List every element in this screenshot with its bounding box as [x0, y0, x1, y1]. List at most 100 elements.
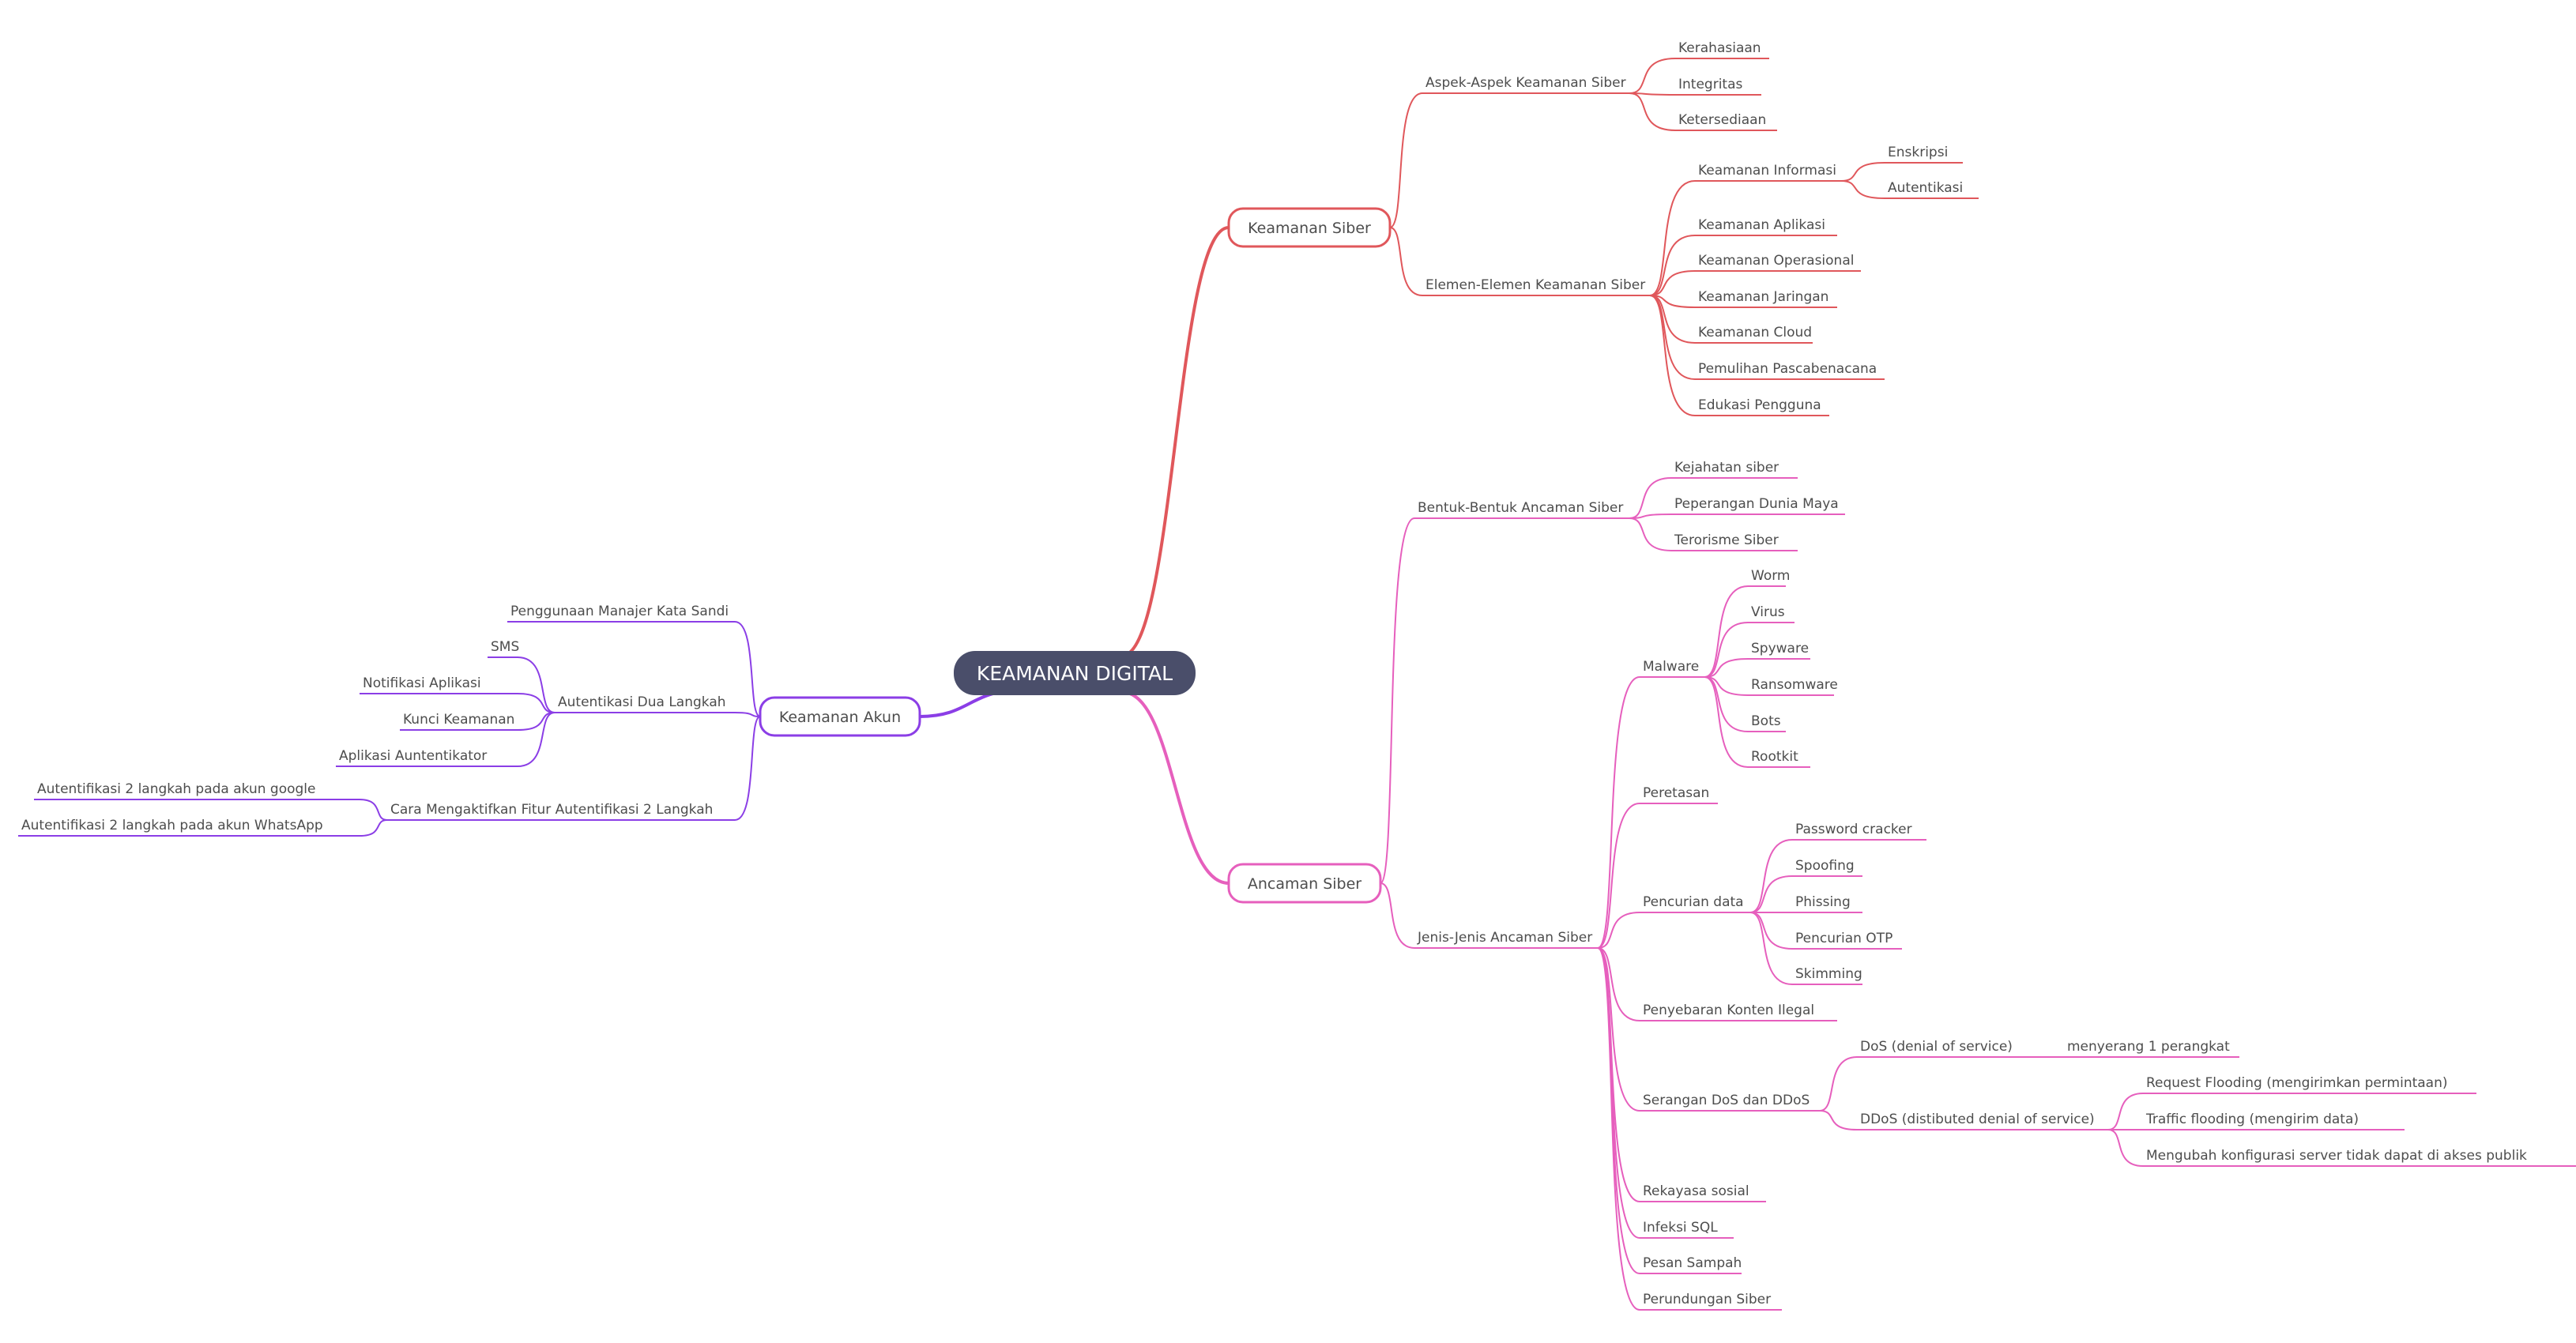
node-terorisme-siber[interactable]: Terorisme Siber	[1674, 532, 1779, 548]
root-node-box[interactable]	[954, 651, 1196, 695]
connector	[1597, 912, 1640, 949]
node-spyware[interactable]: Spyware	[1751, 641, 1809, 656]
node-aplikasi-auntentikator[interactable]: Aplikasi Auntentikator	[339, 748, 487, 764]
ancaman-siber-label[interactable]: Ancaman Siber	[1248, 875, 1361, 893]
node-perundungan-siber[interactable]: Perundungan Siber	[1643, 1292, 1771, 1307]
connector	[1597, 947, 1640, 1274]
node-serangan-dos-dan-ddos[interactable]: Serangan DoS dan DDoS	[1643, 1093, 1810, 1108]
connector	[517, 712, 555, 767]
node-dos-denial-of-service[interactable]: DoS (denial of service)	[1860, 1039, 2013, 1055]
node-bots[interactable]: Bots	[1751, 713, 1781, 729]
connector	[1704, 676, 1749, 696]
node-autentikasi-dua-langkah[interactable]: Autentikasi Dua Langkah	[558, 694, 726, 710]
connector	[1840, 162, 1885, 182]
node-traffic-flooding-mengirim-data[interactable]: Traffic flooding (mengirim data)	[2145, 1112, 2359, 1127]
connector	[1597, 947, 1640, 1112]
connector	[1704, 585, 1749, 678]
node-keamanan-cloud[interactable]: Keamanan Cloud	[1698, 325, 1812, 340]
node-spoofing[interactable]: Spoofing	[1795, 858, 1855, 874]
node-elemen-elemen-keamanan-siber[interactable]: Elemen-Elemen Keamanan Siber	[1425, 277, 1645, 293]
node-aspek-aspek-keamanan-siber[interactable]: Aspek-Aspek Keamanan Siber	[1425, 75, 1626, 91]
ancaman-siber-box[interactable]	[1227, 863, 1382, 904]
keamanan-akun-label[interactable]: Keamanan Akun	[779, 709, 901, 726]
node-kunci-keamanan[interactable]: Kunci Keamanan	[403, 712, 514, 728]
node-kerahasiaan[interactable]: Kerahasiaan	[1678, 40, 1761, 56]
node-pemulihan-pascabenacana[interactable]: Pemulihan Pascabenacana	[1698, 361, 1877, 377]
node-ketersediaan[interactable]: Ketersediaan	[1678, 112, 1766, 128]
connector	[517, 693, 555, 713]
connector	[359, 819, 388, 837]
connector	[734, 712, 761, 717]
connector	[1629, 92, 1676, 96]
node-notifikasi-aplikasi[interactable]: Notifikasi Aplikasi	[363, 675, 481, 691]
node-autentifikasi-2-langkah-pada-akun-google[interactable]: Autentifikasi 2 langkah pada akun google	[37, 781, 316, 797]
node-keamanan-operasional[interactable]: Keamanan Operasional	[1698, 253, 1854, 269]
connector	[517, 656, 555, 713]
node-ddos-distibuted-denial-of-service[interactable]: DDoS (distibuted denial of service)	[1860, 1112, 2095, 1127]
node-peretasan[interactable]: Peretasan	[1643, 785, 1709, 801]
node-peperangan-dunia-maya[interactable]: Peperangan Dunia Maya	[1674, 496, 1839, 512]
node-rootkit[interactable]: Rootkit	[1751, 749, 1798, 765]
node-edukasi-pengguna[interactable]: Edukasi Pengguna	[1698, 397, 1821, 413]
node-keamanan-jaringan[interactable]: Keamanan Jaringan	[1698, 289, 1828, 305]
connector	[1819, 1056, 1858, 1112]
node-pencurian-data[interactable]: Pencurian data	[1643, 894, 1744, 910]
node-bentuk-bentuk-ancaman-siber[interactable]: Bentuk-Bentuk Ancaman Siber	[1418, 500, 1623, 516]
connector	[1649, 235, 1696, 296]
node-mengubah-konfigurasi-server-tidak-dapat-di-akses-publik[interactable]: Mengubah konfigurasi server tidak dapat …	[2146, 1148, 2527, 1164]
node-keamanan-aplikasi[interactable]: Keamanan Aplikasi	[1698, 217, 1825, 233]
keamanan-siber-label[interactable]: Keamanan Siber	[1248, 220, 1371, 237]
connector	[1629, 514, 1672, 519]
node-worm[interactable]: Worm	[1751, 568, 1790, 584]
node-pesan-sampah[interactable]: Pesan Sampah	[1643, 1255, 1742, 1271]
connector	[1649, 295, 1696, 380]
node-virus[interactable]: Virus	[1751, 604, 1785, 620]
connector	[1380, 882, 1415, 949]
node-autentikasi[interactable]: Autentikasi	[1888, 180, 1963, 196]
node-penyebaran-konten-ilegal[interactable]: Penyebaran Konten Ilegal	[1643, 1003, 1814, 1018]
node-kejahatan-siber[interactable]: Kejahatan siber	[1674, 460, 1779, 476]
connector	[1704, 658, 1749, 678]
node-menyerang-1-perangkat[interactable]: menyerang 1 perangkat	[2067, 1039, 2230, 1055]
node-integritas[interactable]: Integritas	[1678, 77, 1742, 92]
node-penggunaan-manajer-kata-sandi[interactable]: Penggunaan Manajer Kata Sandi	[510, 604, 729, 619]
connector	[1749, 912, 1793, 950]
connector	[1649, 295, 1696, 344]
keamanan-akun-box[interactable]	[759, 696, 921, 737]
connector-root-ancaman-siber	[1121, 690, 1230, 885]
node-enskripsi[interactable]: Enskripsi	[1888, 145, 1948, 160]
node-password-cracker[interactable]: Password cracker	[1795, 822, 1912, 837]
connector	[1649, 295, 1696, 308]
node-rekayasa-sosial[interactable]: Rekayasa sosial	[1643, 1183, 1749, 1199]
connector	[2107, 1129, 2144, 1167]
node-sms[interactable]: SMS	[491, 639, 519, 655]
connector	[1819, 1110, 1858, 1130]
node-pencurian-otp[interactable]: Pencurian OTP	[1795, 931, 1892, 946]
node-ransomware[interactable]: Ransomware	[1751, 677, 1838, 693]
node-keamanan-informasi[interactable]: Keamanan Informasi	[1698, 163, 1836, 179]
node-autentifikasi-2-langkah-pada-akun-whatsapp[interactable]: Autentifikasi 2 langkah pada akun WhatsA…	[21, 818, 323, 833]
connector	[1749, 912, 1793, 985]
connector	[1704, 676, 1749, 732]
node-cara-mengaktifkan-fitur-autentifikasi-2-langkah[interactable]: Cara Mengaktifkan Fitur Autentifikasi 2 …	[390, 802, 713, 818]
node-jenis-jenis-ancaman-siber[interactable]: Jenis-Jenis Ancaman Siber	[1417, 930, 1592, 946]
connector	[1597, 947, 1640, 1021]
node-infeksi-sql[interactable]: Infeksi SQL	[1643, 1220, 1718, 1236]
node-skimming[interactable]: Skimming	[1795, 966, 1862, 982]
keamanan-siber-box[interactable]	[1227, 207, 1392, 248]
node-malware[interactable]: Malware	[1643, 659, 1699, 675]
connector	[734, 621, 761, 717]
root-node-label[interactable]: KEAMANAN DIGITAL	[977, 662, 1173, 685]
node-request-flooding-mengirimkan-permintaan[interactable]: Request Flooding (mengirimkan permintaan…	[2146, 1075, 2448, 1091]
connector	[734, 716, 761, 821]
mind-map-nodes: Aspek-Aspek Keamanan Siber KerahasiaanInt…	[18, 40, 2576, 1311]
connector	[1840, 180, 1885, 199]
connector	[359, 799, 388, 821]
node-phissing[interactable]: Phissing	[1795, 894, 1851, 910]
connector	[1649, 295, 1696, 416]
connector	[1649, 270, 1696, 296]
connector	[1380, 517, 1415, 884]
connector	[1749, 875, 1793, 913]
connector	[517, 712, 555, 731]
